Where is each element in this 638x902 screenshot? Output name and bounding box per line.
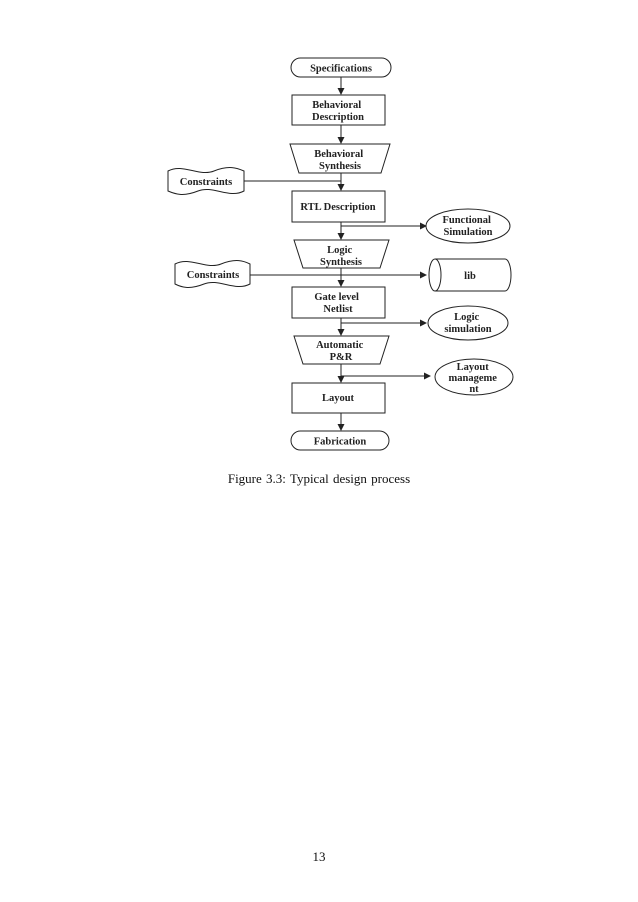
layout-management-line-1: Layout bbox=[457, 362, 490, 373]
ellipse-shape bbox=[427, 305, 509, 341]
svg-text:Constraints: Constraints bbox=[180, 177, 233, 188]
stored-data-inner-edge bbox=[434, 258, 442, 292]
ellipse-shape bbox=[434, 358, 514, 396]
node-constraints-2: Constraints bbox=[174, 260, 251, 288]
page-number: 13 bbox=[312, 849, 326, 864]
svg-text:Logic Synthesis: Logic Synthesis bbox=[320, 245, 362, 268]
node-layout-management: Layout manageme nt bbox=[434, 358, 514, 396]
figure-caption: Figure 3.3: Typical design process bbox=[227, 471, 411, 486]
trapezoid-shape bbox=[293, 335, 390, 365]
svg-text:Layout: Layout bbox=[322, 393, 355, 404]
layout-management-line-3: nt bbox=[469, 384, 479, 395]
node-behavioral-description: Behavioral Description bbox=[291, 94, 386, 126]
ellipse-shape bbox=[425, 208, 511, 244]
behavioral-description-line-2: Description bbox=[312, 112, 364, 123]
stored-data-shape bbox=[428, 258, 512, 292]
automatic-pr-line-2: P&R bbox=[330, 352, 353, 363]
svg-text:Behavioral Synthesis: Behavioral Synthesis bbox=[314, 149, 366, 172]
functional-simulation-line-2: Simulation bbox=[443, 227, 492, 238]
design-flow-diagram: Specifications Behavioral Description Be… bbox=[167, 57, 514, 451]
node-lib: lib bbox=[428, 258, 512, 292]
node-gate-level-netlist: Gate level Netlist bbox=[291, 286, 386, 319]
terminator-shape bbox=[290, 430, 390, 451]
logic-synthesis-line-1: Logic bbox=[327, 245, 352, 256]
node-fabrication: Fabrication bbox=[290, 430, 390, 451]
svg-text:Fabrication: Fabrication bbox=[314, 437, 367, 448]
process-box bbox=[291, 286, 386, 319]
process-box bbox=[291, 190, 386, 223]
behavioral-synthesis-line-2: Synthesis bbox=[319, 161, 361, 172]
node-behavioral-synthesis: Behavioral Synthesis bbox=[289, 143, 391, 174]
behavioral-description-line-1: Behavioral bbox=[312, 100, 361, 111]
lib-label: lib bbox=[464, 271, 476, 282]
svg-text:Automatic P&R: Automatic P&R bbox=[316, 340, 366, 363]
process-box bbox=[291, 94, 386, 126]
node-rtl-description: RTL Description bbox=[291, 190, 386, 223]
svg-text:Specifications: Specifications bbox=[310, 64, 372, 75]
node-automatic-pr: Automatic P&R bbox=[293, 335, 390, 365]
svg-text:Behavioral Description: Behavioral Description bbox=[312, 100, 364, 123]
functional-simulation-line-1: Functional bbox=[442, 215, 491, 226]
svg-text:Logic simulation: Logic simulation bbox=[444, 312, 491, 335]
terminator-shape bbox=[290, 57, 392, 78]
tape-shape bbox=[167, 167, 245, 195]
layout-label: Layout bbox=[322, 393, 355, 404]
fabrication-label: Fabrication bbox=[314, 437, 367, 448]
automatic-pr-line-1: Automatic bbox=[316, 340, 364, 351]
svg-text:lib: lib bbox=[464, 271, 476, 282]
node-functional-simulation: Functional Simulation bbox=[425, 208, 511, 244]
svg-text:Constraints: Constraints bbox=[187, 270, 240, 281]
logic-synthesis-line-2: Synthesis bbox=[320, 257, 362, 268]
trapezoid-shape bbox=[289, 143, 391, 174]
svg-text:Functional Simulation: Functional Simulation bbox=[442, 215, 493, 238]
process-box bbox=[291, 382, 386, 414]
specifications-label: Specifications bbox=[310, 64, 372, 75]
connectors bbox=[244, 77, 431, 431]
logic-simulation-line-1: Logic bbox=[454, 312, 479, 323]
tape-shape bbox=[174, 260, 251, 288]
svg-text:RTL Description: RTL Description bbox=[300, 202, 375, 213]
constraints-2-label: Constraints bbox=[187, 270, 240, 281]
constraints-1-label: Constraints bbox=[180, 177, 233, 188]
layout-management-line-2: manageme bbox=[448, 373, 497, 384]
svg-text:Layout manageme nt: Layout manageme nt bbox=[448, 362, 499, 395]
node-constraints-1: Constraints bbox=[167, 167, 245, 195]
gate-level-netlist-line-2: Netlist bbox=[323, 304, 353, 315]
node-layout: Layout bbox=[291, 382, 386, 414]
rtl-description-label: RTL Description bbox=[300, 202, 375, 213]
node-logic-simulation: Logic simulation bbox=[427, 305, 509, 341]
logic-simulation-line-2: simulation bbox=[444, 324, 491, 335]
trapezoid-shape bbox=[293, 239, 390, 269]
gate-level-netlist-line-1: Gate level bbox=[314, 292, 359, 303]
behavioral-synthesis-line-1: Behavioral bbox=[314, 149, 363, 160]
svg-text:Gate level Netlist: Gate level Netlist bbox=[314, 292, 361, 315]
node-logic-synthesis: Logic Synthesis bbox=[293, 239, 390, 269]
node-specifications: Specifications bbox=[290, 57, 392, 78]
